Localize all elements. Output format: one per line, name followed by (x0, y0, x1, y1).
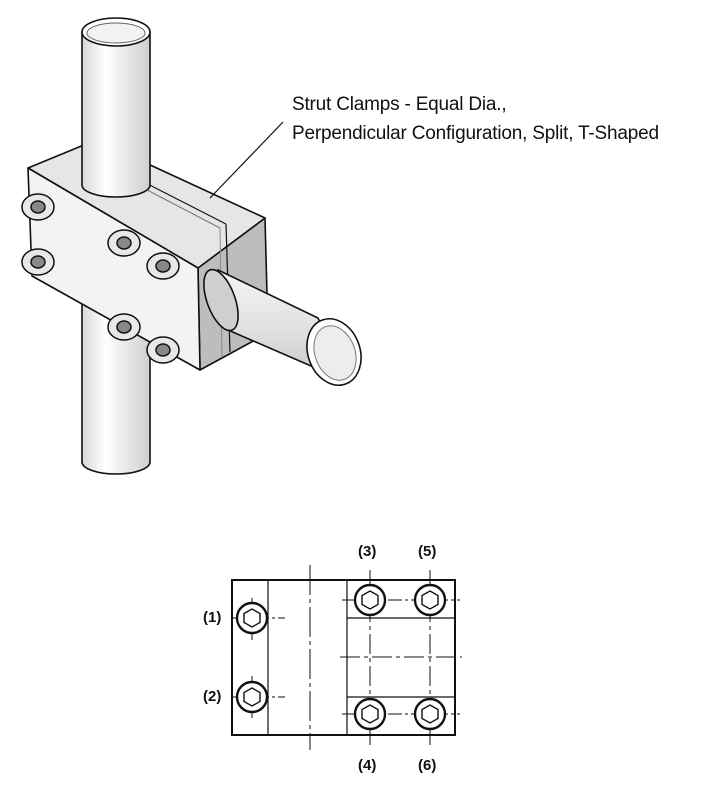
iso-bolt-head (21, 193, 55, 221)
iso-bolt-head (146, 252, 180, 280)
bolt-6-symbol (413, 697, 447, 731)
bolt-5-symbol (413, 583, 447, 617)
bolt-2-symbol (235, 680, 269, 714)
bolt-3-symbol (353, 583, 387, 617)
bolt-label-4: (4) (358, 757, 377, 774)
caption-leader-line (209, 121, 284, 199)
caption-line-1: Strut Clamps - Equal Dia., (292, 94, 507, 115)
iso-bolts (21, 193, 180, 364)
bolt-4-symbol (353, 697, 387, 731)
iso-bolt-head (146, 336, 180, 364)
vertical-pipe-upper (81, 17, 151, 198)
iso-bolt-head (107, 229, 141, 257)
bolt-label-2: (2) (203, 688, 222, 705)
bolt-label-5: (5) (418, 543, 437, 560)
vertical-pipe-lower (81, 299, 151, 475)
top-view-bolts (235, 583, 447, 731)
bolt-label-6: (6) (418, 757, 437, 774)
horizontal-pipe (203, 268, 362, 386)
iso-bolt-head (21, 248, 55, 276)
caption-line-2: Perpendicular Configuration, Split, T-Sh… (292, 123, 659, 144)
bolt-label-3: (3) (358, 543, 377, 560)
bolt-label-1: (1) (203, 609, 222, 626)
bolt-1-symbol (235, 601, 269, 635)
iso-bolt-head (107, 313, 141, 341)
product-caption: Strut Clamps - Equal Dia., Perpendicular… (292, 90, 659, 148)
